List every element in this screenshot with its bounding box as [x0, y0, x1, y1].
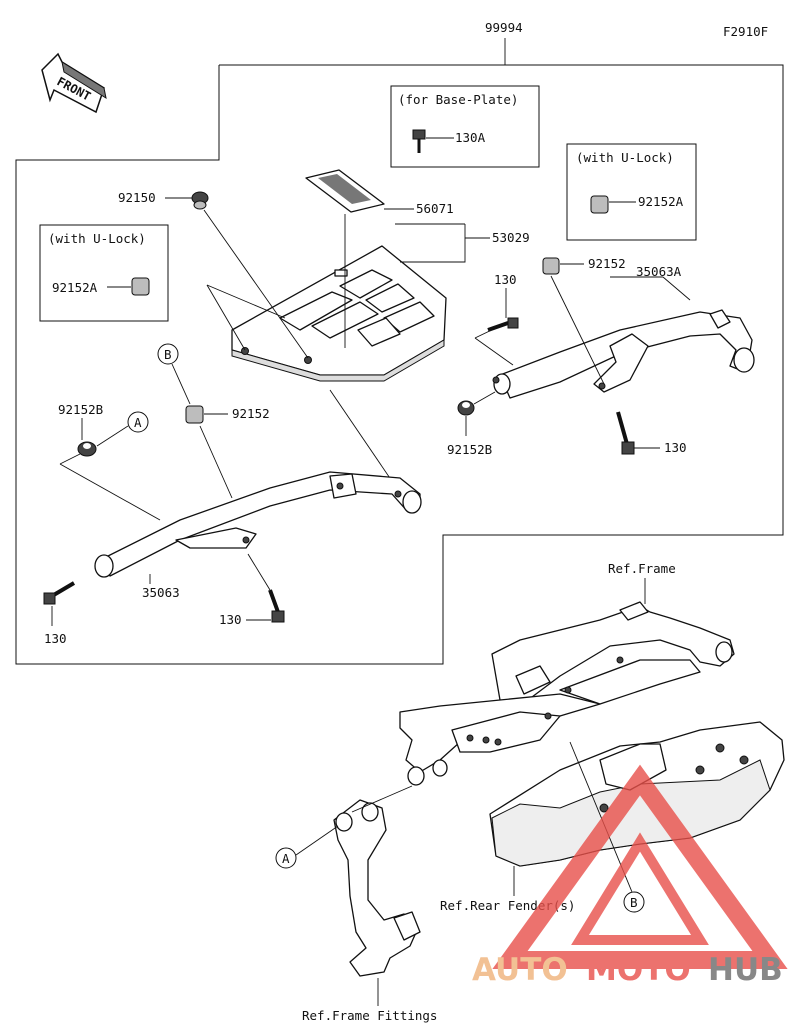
ulock-left-title: (with U-Lock): [48, 231, 146, 246]
bolt-130-right-icon: [616, 411, 635, 455]
svg-text:AUTO: AUTO: [472, 952, 568, 988]
ulock-box-left: (with U-Lock) 92152A: [39, 224, 169, 322]
svg-text:B: B: [630, 895, 638, 910]
ref-frame-fittings-label: Ref.Frame Fittings: [302, 1008, 437, 1023]
callout-56071: 56071: [416, 201, 454, 216]
assembly-number: 99994: [485, 20, 523, 35]
ulock-left-part: 92152A: [52, 280, 98, 295]
pad-56071: [305, 169, 385, 213]
ulock-right-part: 92152A: [638, 194, 684, 209]
collar-92152-left-icon: [185, 405, 204, 424]
svg-text:MOTO: MOTO: [586, 952, 691, 988]
base-plate-title: (for Base-Plate): [398, 92, 518, 107]
ulock-box-right: (with U-Lock) 92152A: [566, 143, 697, 241]
marker-b-upper: B: [157, 343, 179, 365]
bolt-130-bottom-icon: [268, 589, 285, 623]
svg-text:A: A: [134, 415, 142, 430]
watermark-logo: AUTO MOTO HUB: [472, 764, 788, 988]
marker-b-lower: B: [623, 891, 645, 913]
base-plate-53029: [231, 245, 447, 382]
callout-92152b-left: 92152B: [58, 402, 103, 417]
callout-92150: 92150: [118, 190, 156, 205]
callout-35063a: 35063A: [636, 264, 682, 279]
ref-frame-label: Ref.Frame: [608, 561, 676, 576]
base-plate-part: 130A: [455, 130, 486, 145]
bracket-35063: [94, 471, 422, 578]
marker-a-lower: A: [275, 847, 297, 869]
base-plate-box: (for Base-Plate) 130A: [390, 85, 540, 168]
collar-92152-right-icon: [542, 257, 560, 275]
diagram-code: F2910F: [723, 24, 768, 39]
callout-92152b-right: 92152B: [447, 442, 492, 457]
callout-130-right: 130: [664, 440, 687, 455]
svg-text:A: A: [282, 851, 290, 866]
grommet-92152b-right-icon: [457, 400, 475, 416]
callout-35063: 35063: [142, 585, 180, 600]
callout-130-top: 130: [494, 272, 517, 287]
callout-130-bottom: 130: [219, 612, 242, 627]
grommet-92150-icon: [191, 191, 209, 210]
collar-92152a-left-icon: [131, 277, 150, 296]
callout-53029: 53029: [492, 230, 530, 245]
marker-a-upper: A: [127, 411, 149, 433]
bolt-130a-icon: [412, 129, 426, 153]
frame-fitting: [333, 799, 421, 977]
grommet-92152b-left-icon: [77, 441, 97, 457]
assembly-outline: [15, 64, 784, 665]
callout-92152-right: 92152: [588, 256, 626, 271]
ulock-right-title: (with U-Lock): [576, 150, 674, 165]
front-arrow-icon: FRONT: [41, 52, 107, 114]
bolt-130-top-icon: [487, 317, 519, 332]
collar-92152a-right-icon: [590, 195, 609, 214]
bracket-35063a: [492, 309, 755, 399]
bolt-130-left-icon: [43, 581, 76, 605]
frame-assembly: [399, 601, 735, 786]
callout-92152-left: 92152: [232, 406, 270, 421]
svg-text:B: B: [164, 347, 172, 362]
svg-text:HUB: HUB: [708, 952, 783, 988]
callout-130-left: 130: [44, 631, 67, 646]
